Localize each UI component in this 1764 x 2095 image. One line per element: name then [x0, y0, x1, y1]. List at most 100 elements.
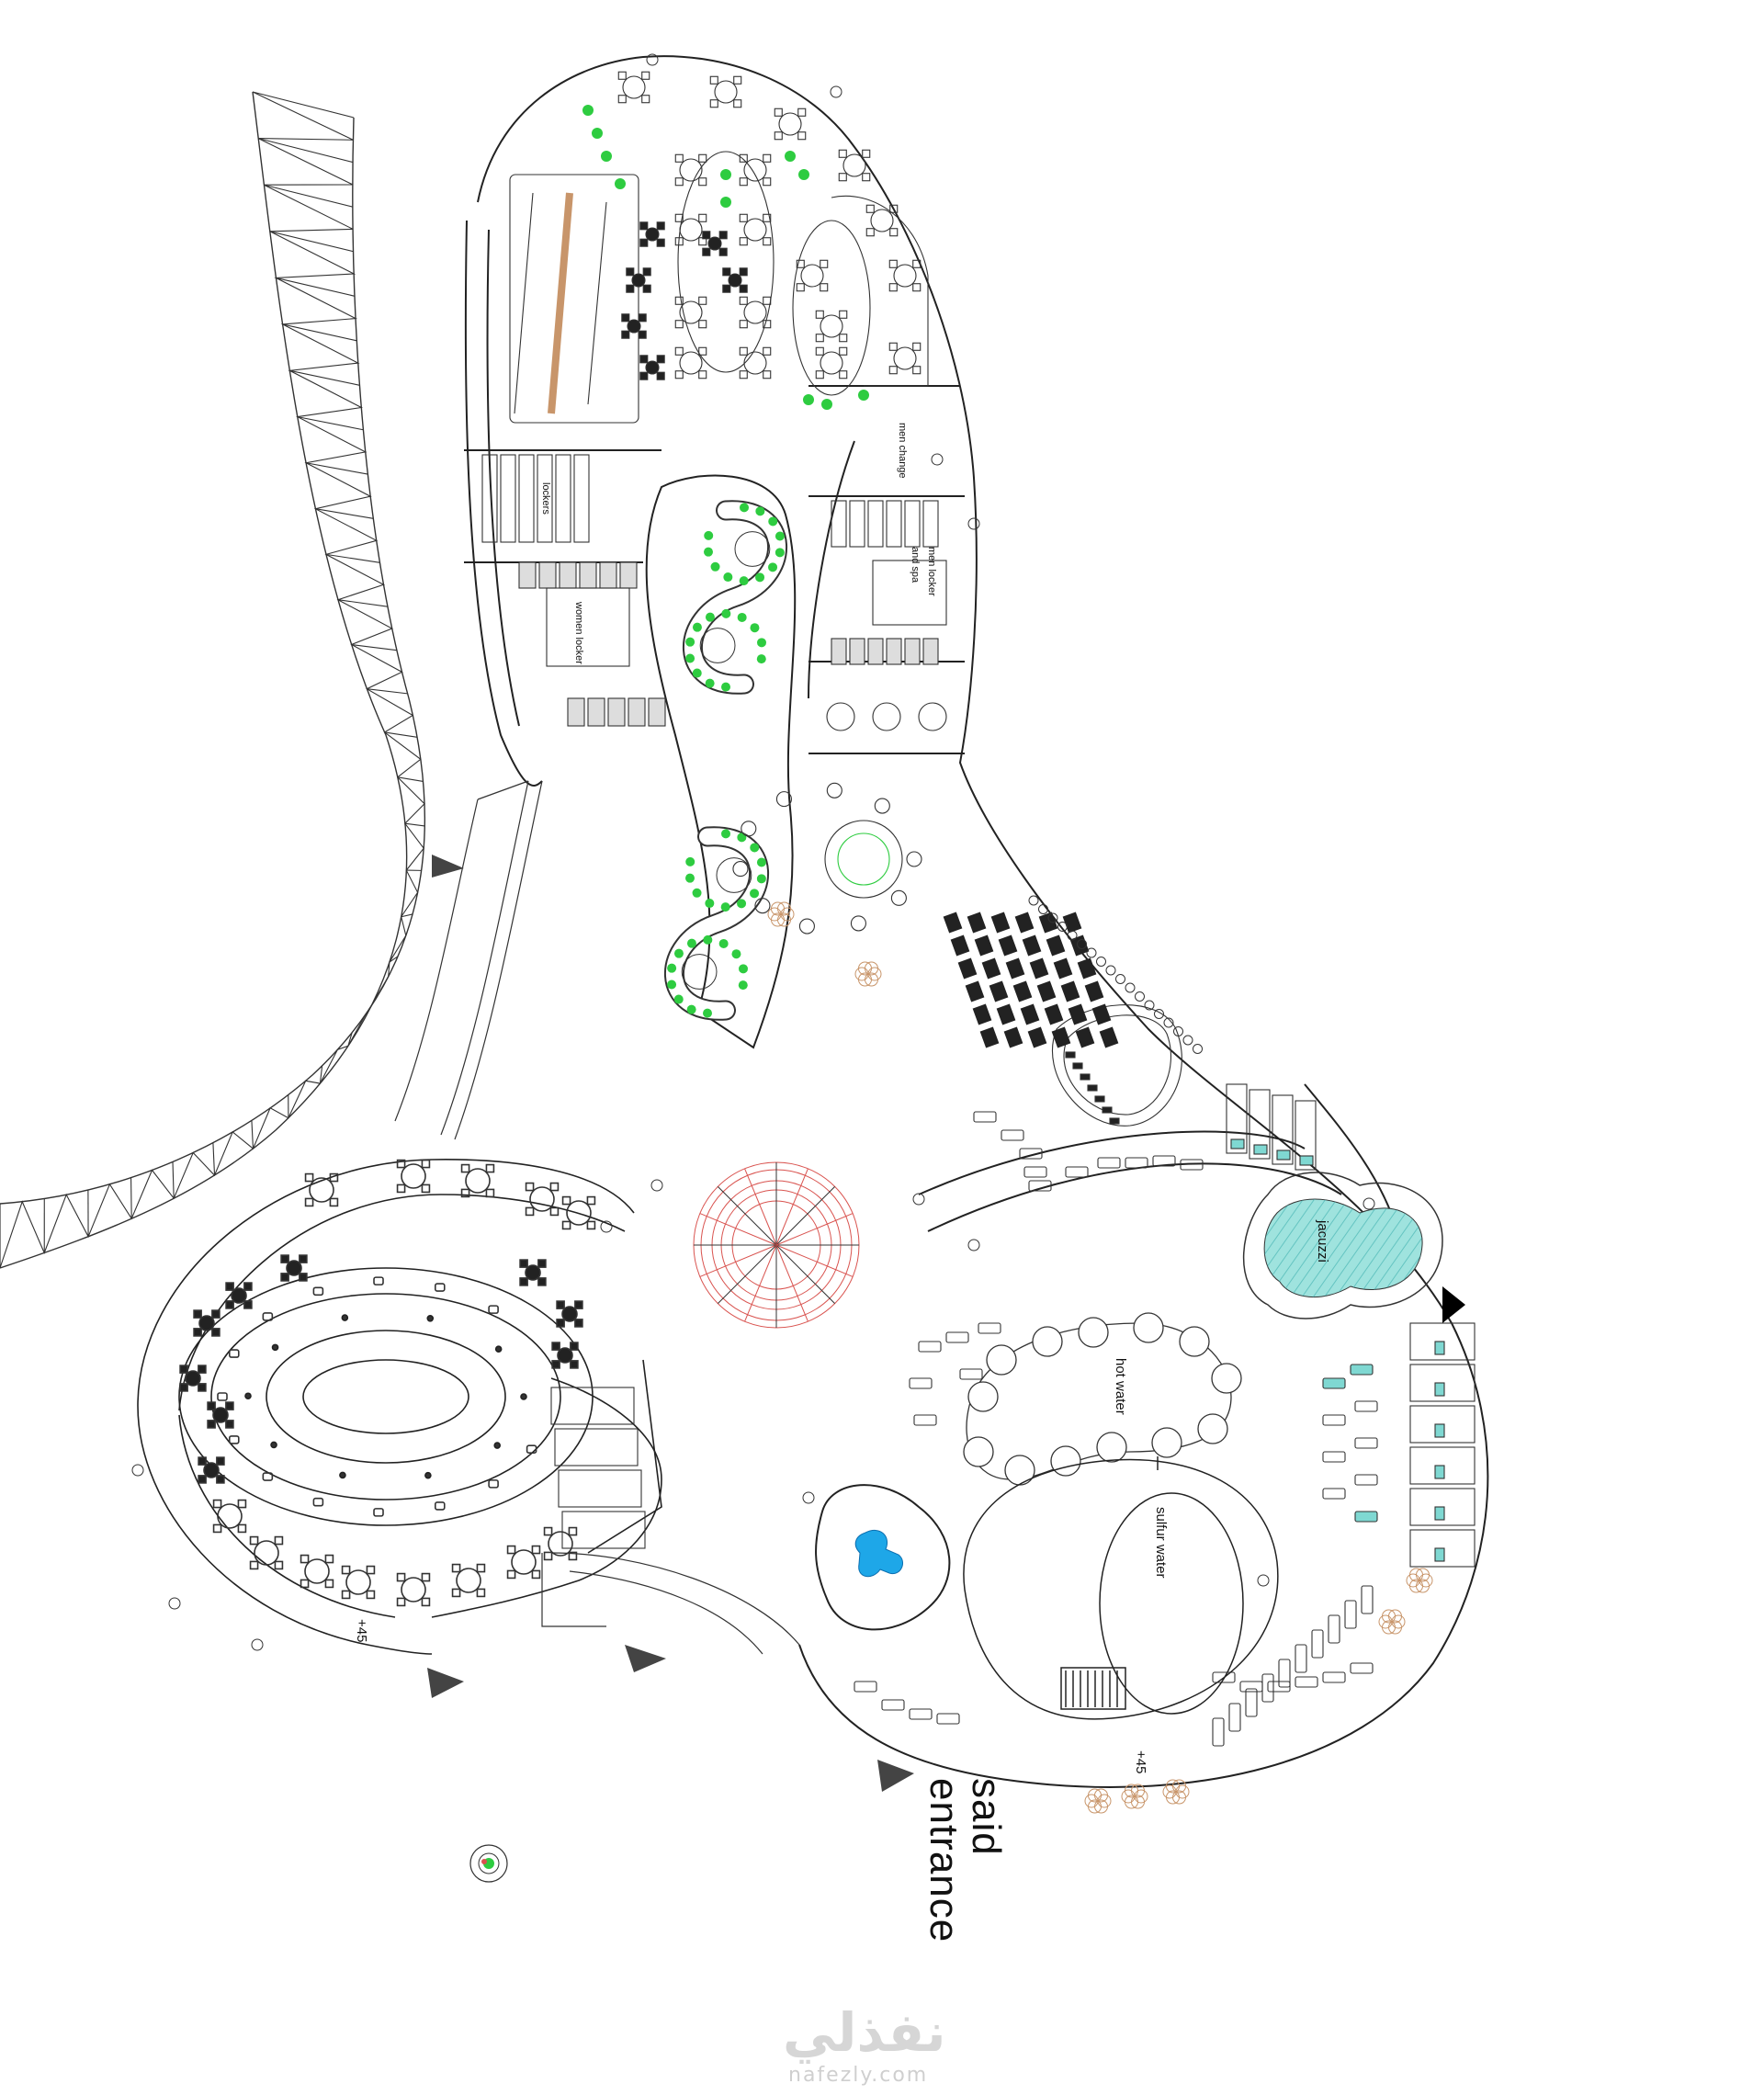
post [967, 1239, 980, 1251]
seat [874, 798, 890, 814]
sunbed [1109, 1117, 1120, 1125]
chair [739, 213, 748, 222]
chair [525, 1182, 535, 1192]
sunbed [950, 934, 970, 957]
hot-water-label: hot water [1113, 1358, 1128, 1415]
canopy-rib [289, 369, 360, 386]
canopy-rib [347, 1032, 353, 1047]
chair [304, 1172, 314, 1183]
plant [750, 843, 760, 853]
table [525, 1264, 541, 1281]
lockers-label: lockers [540, 482, 551, 515]
sunbed [1051, 1026, 1071, 1048]
sunbed [972, 1003, 992, 1025]
lounge-chair [1350, 1364, 1374, 1376]
post [1257, 1574, 1270, 1587]
chair [763, 153, 772, 163]
canopy-rib [397, 776, 424, 782]
seat [798, 918, 815, 934]
table [401, 1577, 426, 1602]
post [600, 1220, 613, 1233]
chair [237, 1523, 247, 1534]
plant [739, 576, 749, 586]
chair [212, 1499, 222, 1509]
chair [621, 313, 630, 323]
table [566, 1200, 592, 1226]
rosette-petal [1131, 1784, 1145, 1798]
chair [617, 95, 627, 104]
locker-cubicle [573, 454, 590, 543]
chair [797, 108, 807, 117]
entrance-label-entrance: entrance [922, 1778, 967, 1943]
sunbed [1027, 1026, 1047, 1048]
canopy-rib [315, 508, 374, 519]
plant [718, 938, 729, 948]
locker [619, 561, 638, 589]
sunbed [1038, 912, 1058, 934]
planter-pot [716, 857, 752, 893]
chair [531, 1569, 541, 1580]
plant [740, 503, 749, 513]
chair [570, 1342, 579, 1351]
canopy-rib [305, 462, 368, 475]
entrance-label-said: said [964, 1778, 1009, 1856]
chair [543, 1526, 553, 1536]
rotunda-spoke [775, 1213, 854, 1246]
seat [775, 791, 792, 808]
shower [826, 702, 855, 731]
rotunda-spoke [744, 1168, 777, 1246]
canopy-rib [282, 323, 357, 342]
chair [225, 1300, 234, 1309]
small-pool [815, 1484, 951, 1631]
sunbed [1005, 957, 1025, 980]
rosette-petal [1409, 1568, 1423, 1582]
sunbed [996, 1003, 1016, 1025]
locker-cubicle [831, 500, 847, 548]
rotunda-spoke [699, 1213, 777, 1246]
chair [225, 1401, 234, 1410]
lounge-chair [973, 1111, 997, 1123]
chair [774, 131, 783, 141]
bar-stool [228, 1435, 240, 1444]
plant [756, 654, 766, 664]
mens-change-label: men change [897, 423, 908, 479]
lounge-chair [1180, 1159, 1204, 1171]
entrance-triangle-icon [877, 1760, 914, 1792]
chair [674, 237, 684, 246]
chair [702, 231, 711, 240]
chair [888, 342, 898, 351]
lounge-chair [1322, 1451, 1346, 1463]
chair [674, 177, 684, 187]
restaurant-seating [509, 71, 929, 424]
post [168, 1597, 181, 1610]
bar-stool [373, 1276, 384, 1285]
chair [763, 296, 772, 305]
chair [574, 1319, 583, 1328]
sunbed [1029, 957, 1049, 980]
chair [774, 108, 783, 117]
plant [755, 572, 765, 583]
entrance-triangle-icon [432, 855, 464, 878]
chair [763, 346, 772, 356]
chair [543, 1551, 553, 1561]
rosette-petal [771, 901, 785, 916]
sunbed [1044, 1003, 1064, 1025]
post [1154, 1009, 1164, 1019]
table [820, 351, 843, 375]
chair [763, 237, 772, 246]
locker [831, 638, 847, 665]
table [800, 264, 824, 288]
table [679, 351, 703, 375]
rosette-petal [1094, 1788, 1108, 1803]
entrance-triangle-icon [625, 1645, 666, 1672]
plant [710, 561, 720, 572]
chair [519, 1259, 528, 1268]
chair [274, 1560, 284, 1570]
sunbed [1036, 980, 1057, 1002]
chair [341, 1590, 351, 1600]
sunbed [1087, 1084, 1098, 1092]
locker [922, 638, 939, 665]
chair [698, 346, 707, 356]
rosette-petal [777, 901, 791, 916]
chair [556, 1319, 565, 1328]
